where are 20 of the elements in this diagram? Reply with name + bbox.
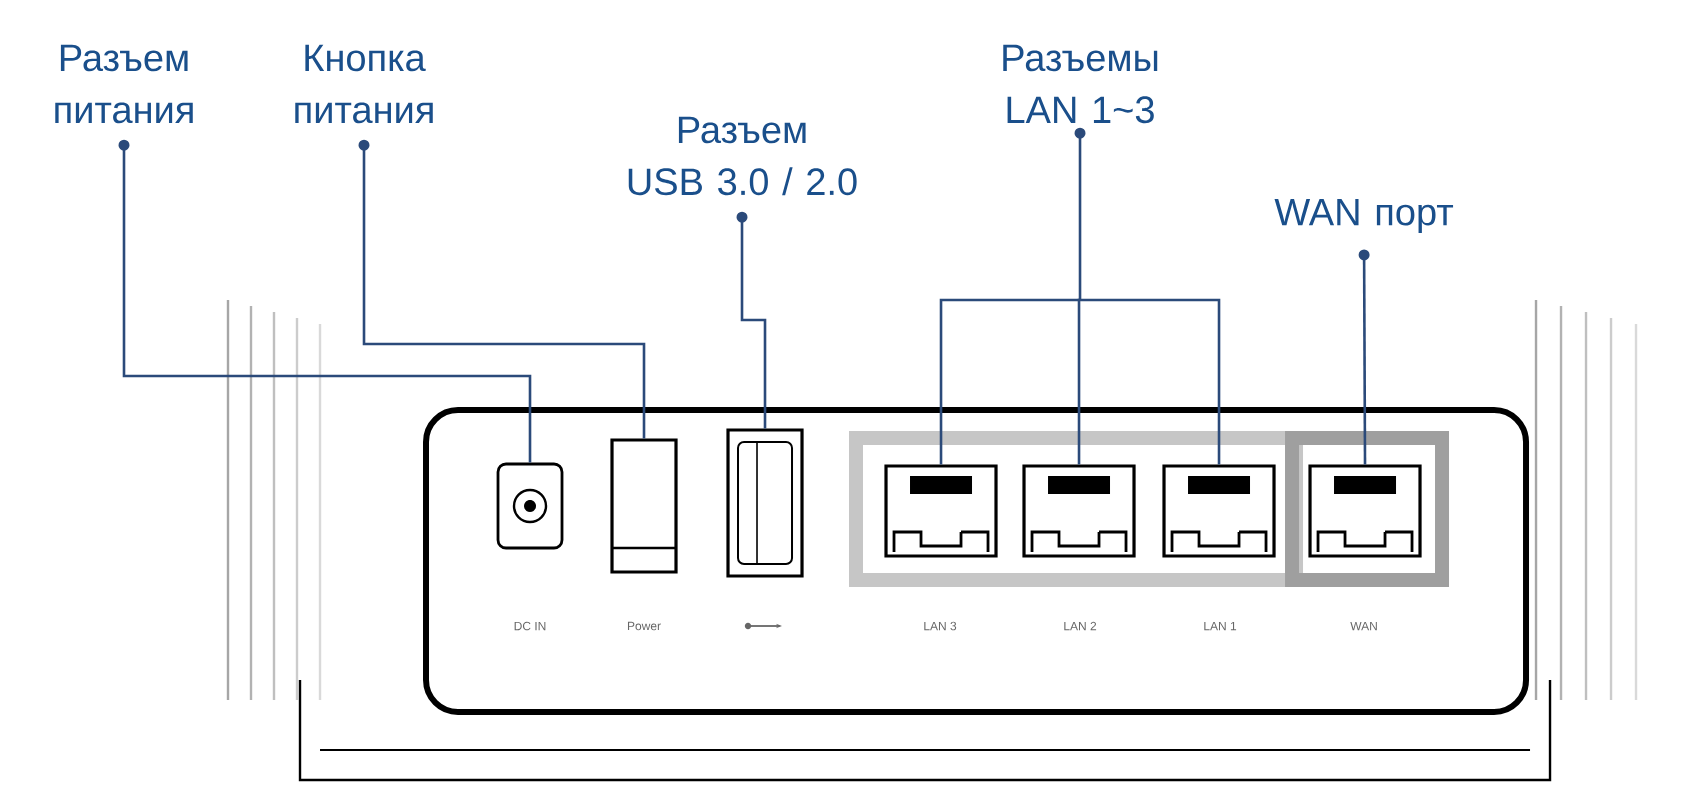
ethernet-port	[1308, 464, 1422, 558]
ethernet-port	[1022, 464, 1136, 558]
leader-line	[736, 211, 767, 429]
power-button	[610, 438, 678, 574]
leader-line	[118, 139, 532, 463]
callout-text: Разъем USB 3.0 / 2.0	[628, 116, 857, 196]
leader-line	[1080, 298, 1221, 465]
leader-line	[358, 139, 646, 439]
leader-line	[1074, 127, 1086, 300]
callout-text: WAN порт	[1274, 199, 1454, 233]
ethernet-port	[1162, 464, 1276, 558]
leader-line	[939, 298, 1080, 465]
callout-text: Разъемы LAN 1~3	[1003, 44, 1158, 124]
callout-text: Кнопка питания	[295, 44, 433, 124]
usb-port	[726, 428, 804, 578]
power-socket	[496, 462, 564, 550]
callout-text: Разъем питания	[55, 44, 193, 124]
leader-line	[1358, 249, 1370, 465]
ethernet-port	[884, 464, 998, 558]
leader-line	[1077, 298, 1082, 465]
